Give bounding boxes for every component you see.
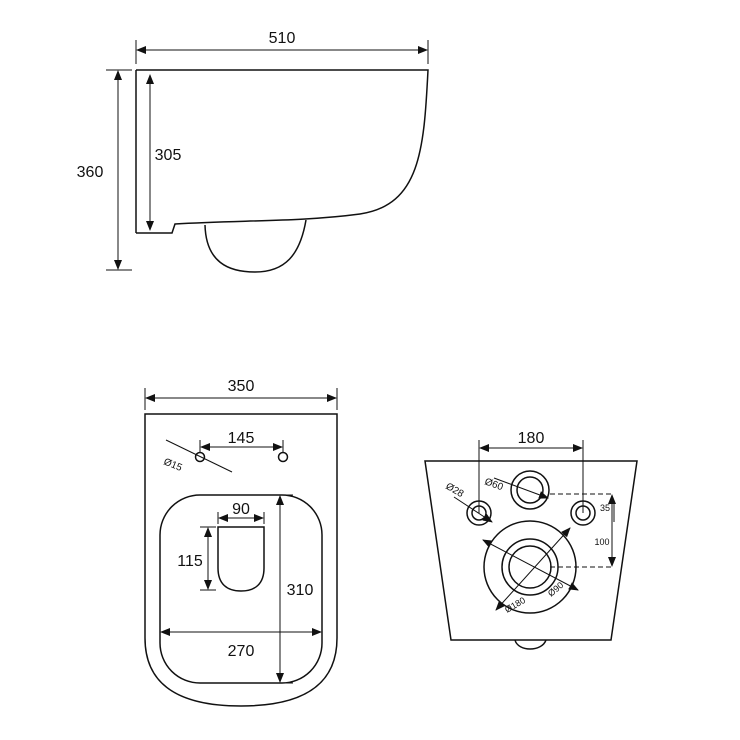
hole-spacing-label: 145 bbox=[228, 430, 255, 447]
rear-bottom-nub bbox=[514, 639, 547, 650]
trap-profile bbox=[204, 219, 307, 273]
bowl-width-label: 270 bbox=[228, 643, 255, 660]
outlet-inner-diameter-label: Ø90 bbox=[546, 580, 565, 599]
outlet-slot bbox=[217, 526, 265, 592]
hole-diameter-leader bbox=[165, 439, 233, 473]
top-width-label: 350 bbox=[228, 378, 255, 395]
vertical-offset-label: 100 bbox=[594, 537, 609, 547]
side-bowl-height-label: 305 bbox=[155, 147, 182, 164]
bolt-diameter-leader bbox=[453, 496, 493, 523]
seat-hole-left bbox=[194, 451, 206, 463]
inlet-spacing-label: 180 bbox=[518, 430, 545, 447]
side-width-label: 510 bbox=[269, 30, 296, 47]
inlet-diameter-leader bbox=[493, 477, 549, 499]
bolt-offset-label: 35 bbox=[600, 503, 610, 513]
seat-hole-right bbox=[277, 451, 289, 463]
side-view bbox=[106, 40, 429, 273]
side-height-label: 360 bbox=[77, 164, 104, 181]
top-outer-outline bbox=[144, 413, 338, 707]
water-inlet-outer bbox=[510, 470, 550, 510]
bowl-side-profile bbox=[136, 69, 429, 234]
outlet-length-label: 115 bbox=[177, 553, 203, 570]
top-view bbox=[144, 388, 338, 707]
outlet-outer-diameter-leader bbox=[495, 527, 571, 611]
bowl-length-label: 310 bbox=[287, 582, 314, 599]
rear-view bbox=[424, 440, 638, 650]
waste-outlet-inner bbox=[508, 545, 552, 589]
inlet-diameter-label: Ø60 bbox=[483, 476, 505, 493]
inner-bowl-outline bbox=[159, 494, 323, 684]
water-inlet-inner bbox=[516, 476, 544, 504]
rear-outer-outline bbox=[424, 460, 638, 641]
hole-diameter-label: Ø15 bbox=[162, 457, 184, 474]
outlet-inner-diameter-leader bbox=[482, 539, 579, 591]
outlet-width-label: 90 bbox=[232, 501, 250, 518]
